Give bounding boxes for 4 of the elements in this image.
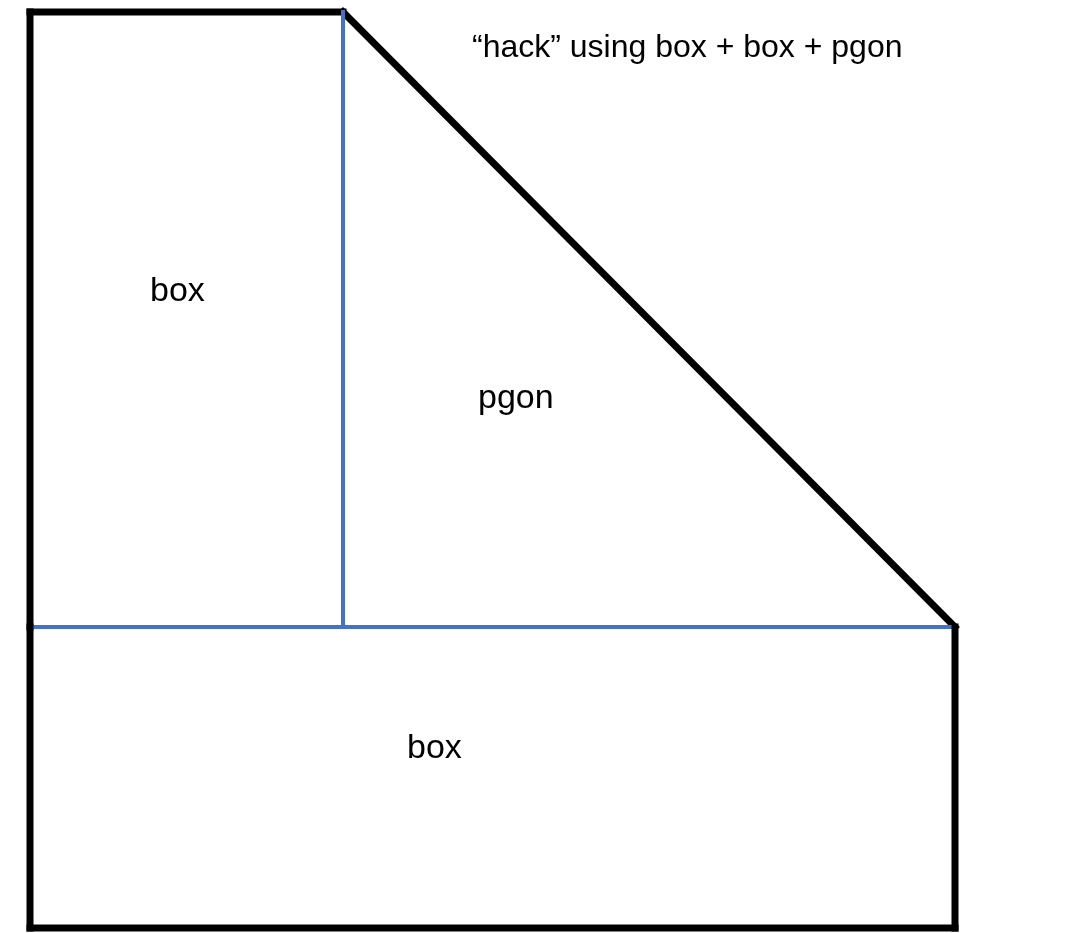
- shape-label: box: [407, 727, 462, 766]
- shape-label: box: [150, 270, 205, 309]
- note-text: “hack” using box + box + pgon: [472, 28, 903, 65]
- shape-label: pgon: [478, 377, 554, 416]
